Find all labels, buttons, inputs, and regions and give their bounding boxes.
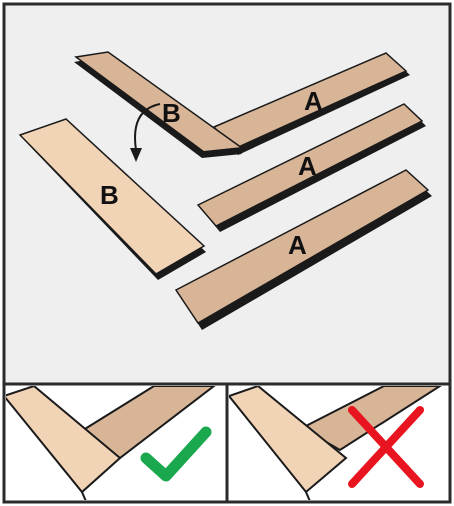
label-a-bottom: A bbox=[288, 230, 307, 260]
label-b-angled: B bbox=[162, 98, 181, 128]
label-a-top: A bbox=[304, 86, 323, 116]
label-b-flat: B bbox=[100, 180, 119, 210]
label-a-middle: A bbox=[298, 151, 317, 181]
